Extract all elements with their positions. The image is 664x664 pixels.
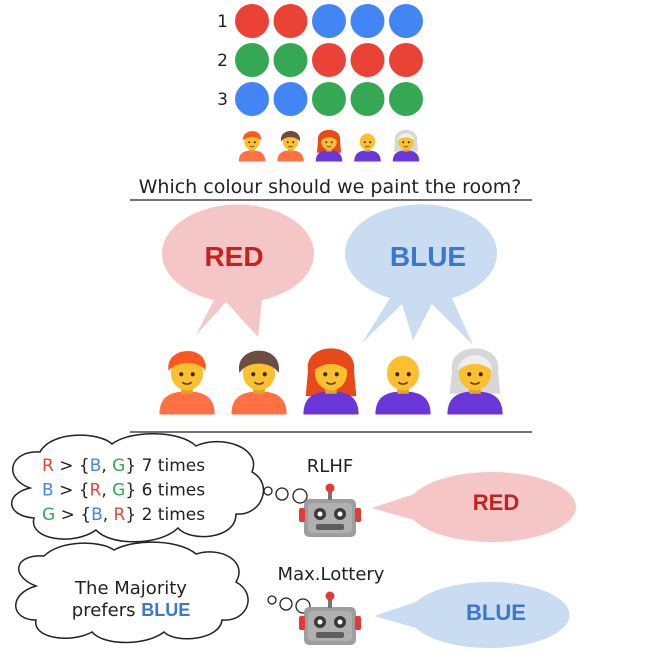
ranking-dot-green (312, 82, 346, 116)
small-people-row (238, 129, 420, 162)
rlhf-thought-dot-small (263, 486, 273, 496)
rlhf-answer-label: RED (473, 490, 519, 515)
person-curly-hair-icon (231, 350, 287, 415)
lottery-answer-bubble (374, 582, 570, 648)
lottery-thought-cloud (15, 541, 249, 644)
lottery-thought-dot-small (267, 595, 277, 605)
lottery-line2: prefers BLUE (72, 600, 190, 621)
ranking-dot-green (389, 82, 423, 116)
person-red-hair-icon (159, 350, 215, 415)
rankings-grid: 1 2 3 (217, 4, 423, 116)
ranking-dot-blue (350, 4, 385, 38)
red-speech-bubble: RED (162, 204, 314, 337)
ranking-dot-red (235, 4, 269, 38)
lottery-section: The Majority prefers BLUE Max.Lottery BL… (15, 541, 570, 648)
ranking-label: 2 (217, 51, 228, 71)
rlhf-title: RLHF (307, 456, 353, 477)
robot-icon (299, 591, 361, 645)
rlhf-preference-line: R > {B, G} 7 times (42, 456, 205, 476)
ranking-dot-red (312, 43, 346, 77)
rlhf-section: R > {B, G} 7 times B > {R, G} 6 times G > … (11, 433, 576, 543)
ranking-dot-blue (273, 82, 308, 116)
ranking-dot-blue (389, 4, 423, 38)
ranking-dot-green (350, 82, 385, 116)
ranking-label: 3 (217, 90, 228, 110)
red-speech-label: RED (204, 241, 263, 272)
rlhf-preference-line: G > {B, R} 2 times (42, 505, 205, 525)
lottery-line1: The Majority (74, 578, 187, 599)
person-curly-hair-icon (277, 130, 304, 162)
person-red-hair-icon (238, 131, 266, 162)
white-haired-woman-icon (392, 129, 420, 162)
rlhf-thought-dot-large (292, 488, 308, 504)
lottery-title: Max.Lottery (278, 564, 385, 585)
rlhf-thought-dot-medium (275, 487, 289, 501)
rlhf-preference-line: B > {R, G} 6 times (42, 481, 205, 501)
ranking-dot-red (389, 43, 423, 77)
blue-speech-label: BLUE (390, 241, 466, 272)
rlhf-thought-cloud (11, 433, 265, 543)
ranking-dot-red (273, 4, 308, 38)
ranking-label: 1 (217, 12, 228, 32)
ranking-dot-green (235, 43, 269, 77)
ranking-dot-blue (235, 82, 269, 116)
ranking-dot-red (350, 43, 385, 77)
bald-man-icon (375, 355, 431, 415)
blue-speech-bubble: BLUE (345, 204, 497, 345)
ranking-dot-blue (312, 4, 346, 38)
rlhf-preference-list: R > {B, G} 7 times B > {R, G} 6 times G > … (42, 456, 205, 525)
robot-icon (299, 483, 361, 537)
lottery-answer-label: BLUE (466, 600, 526, 625)
woman-red-hair-icon (315, 129, 343, 162)
bald-man-icon (354, 133, 381, 162)
ranking-dot-green (273, 43, 308, 77)
large-people-row (159, 348, 503, 415)
question-text: Which colour should we paint the room? (139, 176, 522, 198)
white-haired-woman-icon (447, 348, 503, 415)
rlhf-answer-bubble (372, 472, 576, 542)
lottery-thought-dot-medium (279, 597, 293, 611)
woman-red-hair-icon (303, 348, 359, 415)
